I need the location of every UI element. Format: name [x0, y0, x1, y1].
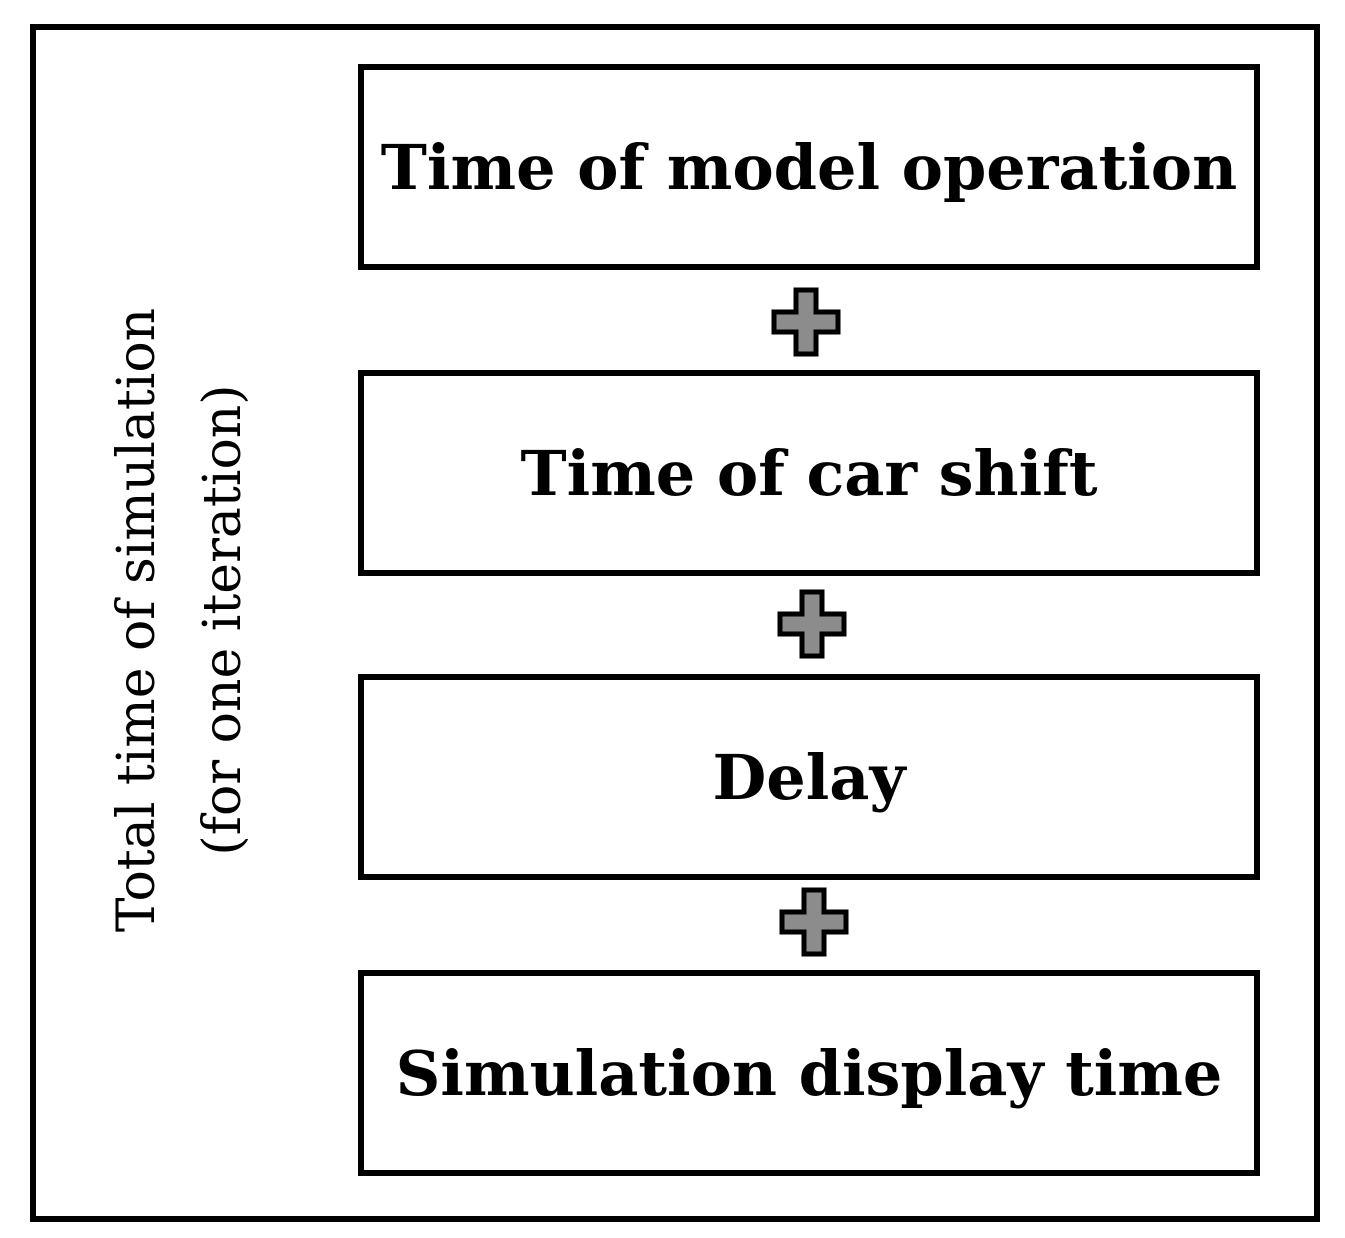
step-delay: Delay	[358, 674, 1260, 880]
step-simulation-display: Simulation display time	[358, 970, 1260, 1176]
plus-icon	[771, 287, 841, 357]
step-car-shift: Time of car shift	[358, 370, 1260, 576]
total-time-label-line1: Total time of simulation	[107, 307, 167, 933]
total-time-label-line2: (for one iteration)	[193, 384, 253, 856]
total-time-label: Total time of simulation (for one iterat…	[94, 170, 266, 1070]
step-model-operation: Time of model operation	[358, 64, 1260, 270]
plus-icon	[777, 589, 847, 659]
plus-icon	[779, 887, 849, 957]
